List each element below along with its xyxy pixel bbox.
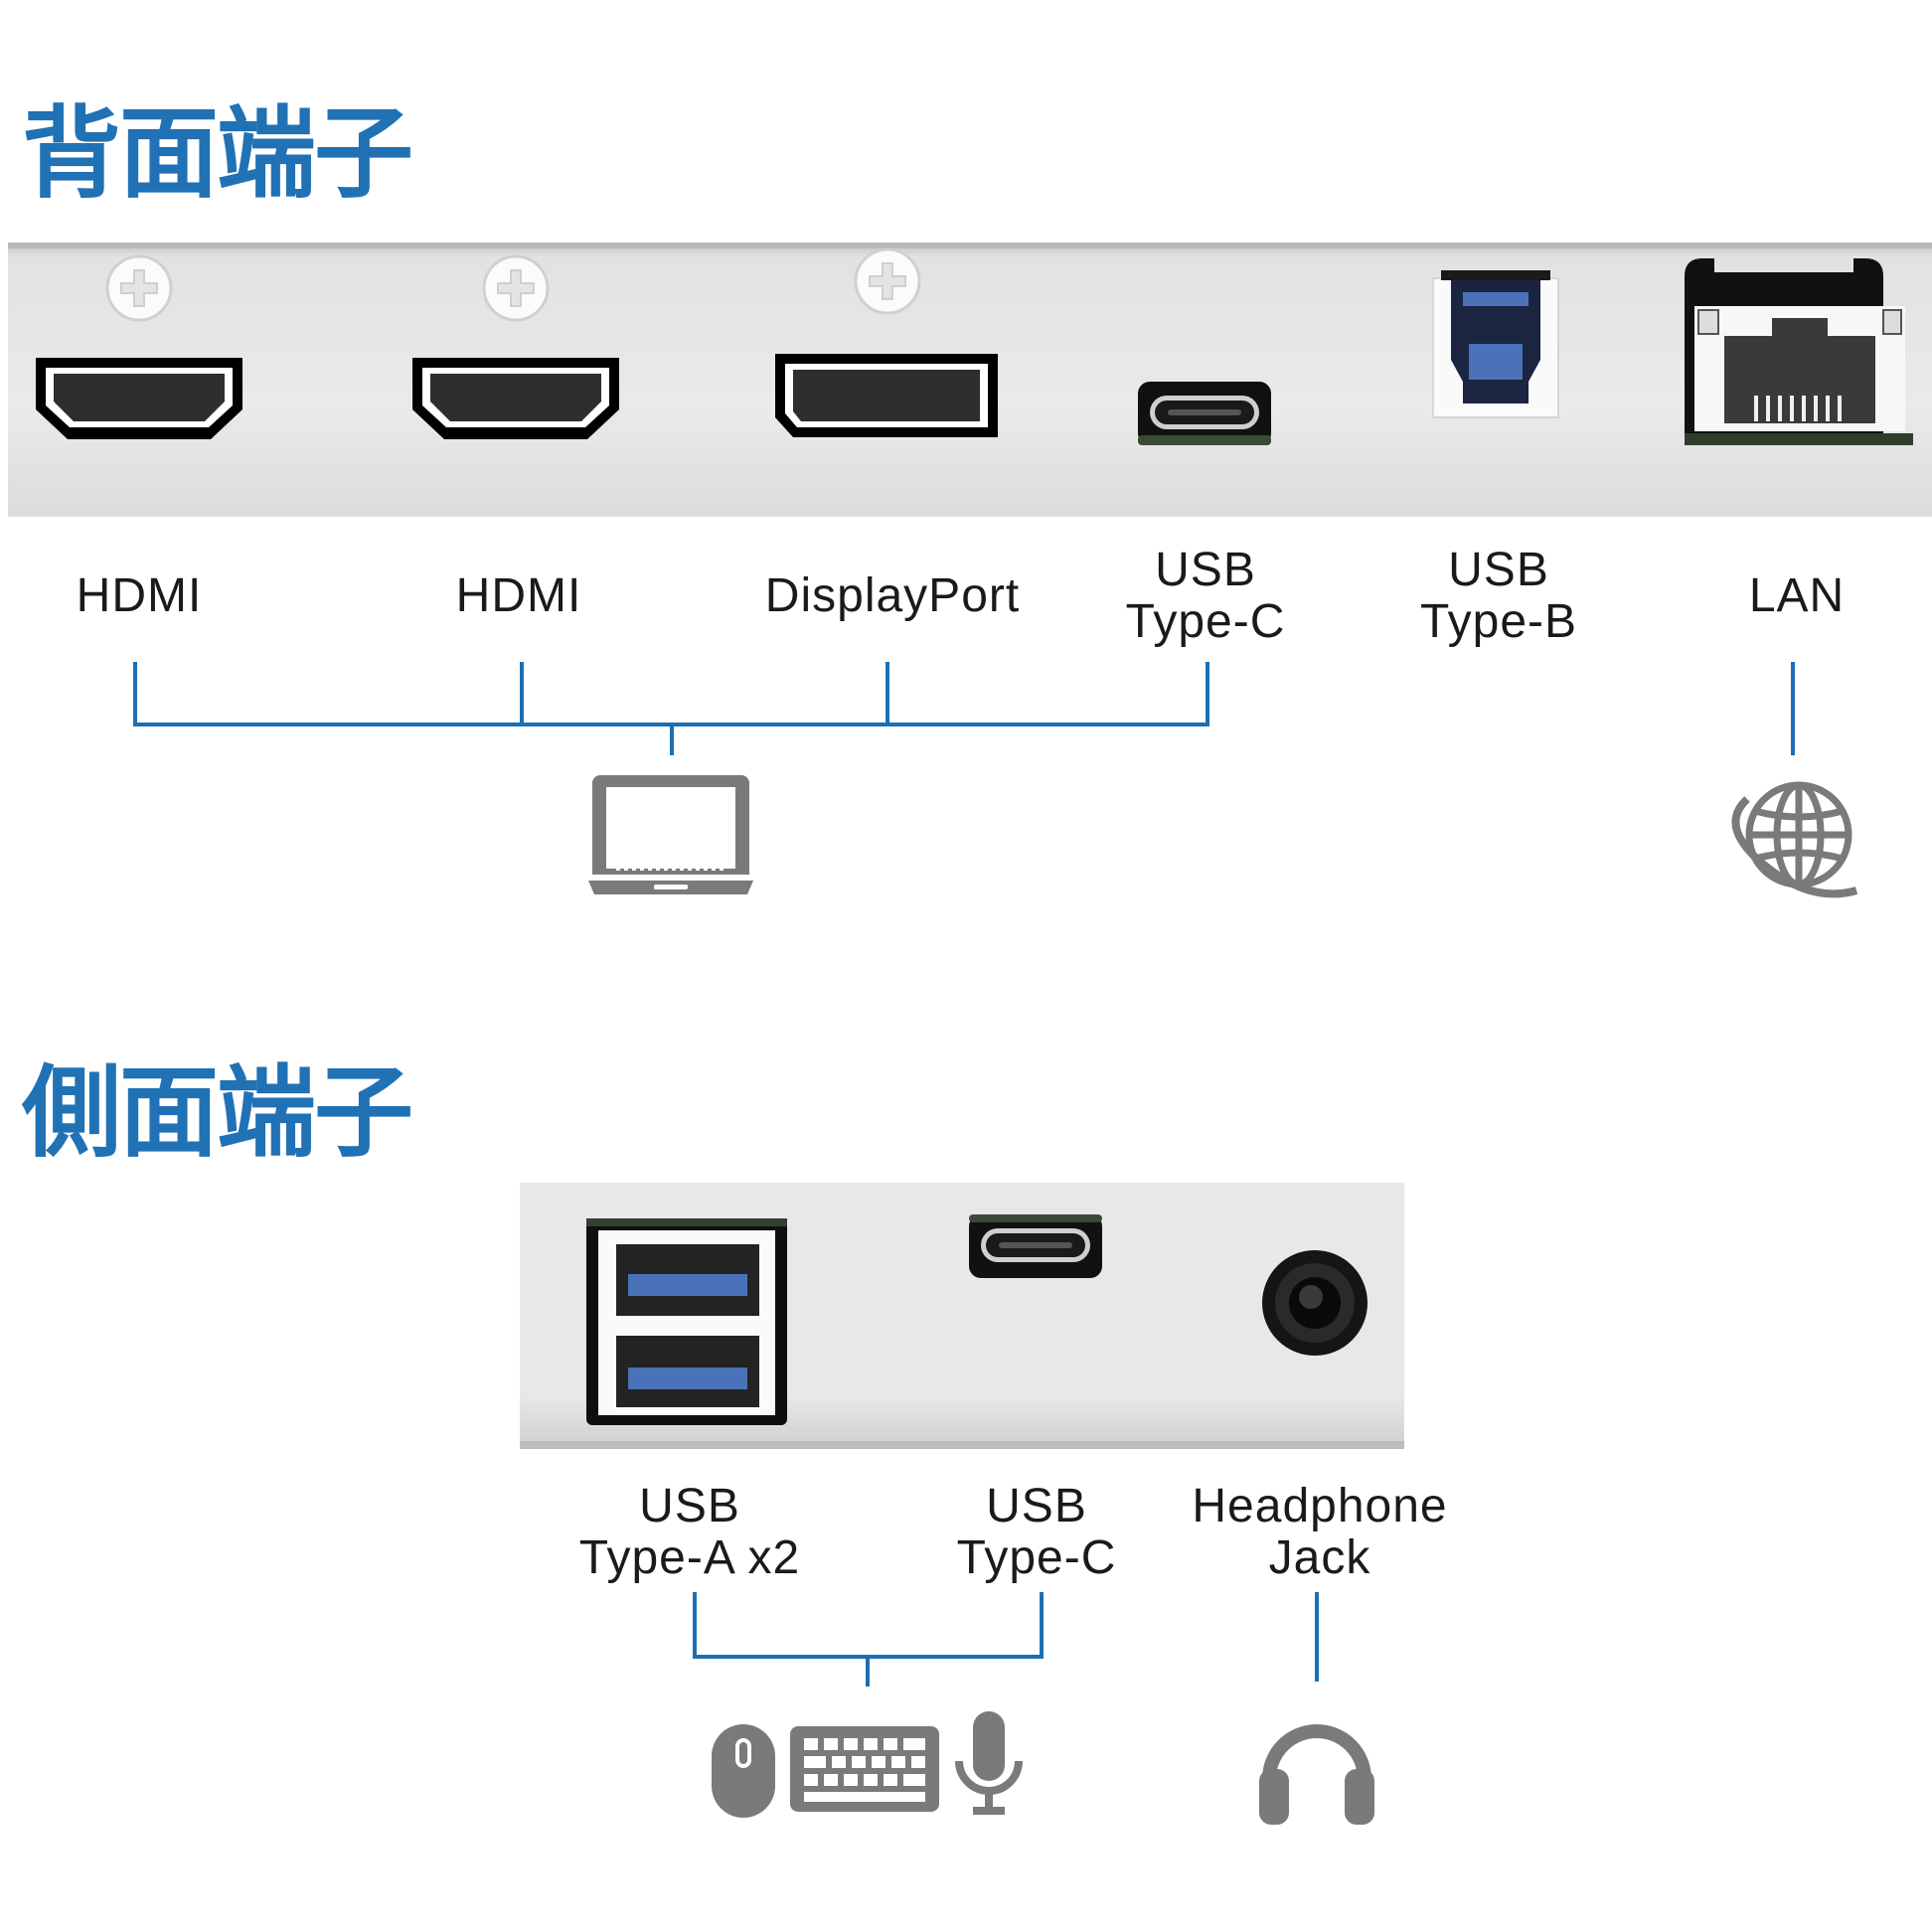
lan-port [1685, 258, 1913, 445]
rear-terminals-title: 背面端子 [22, 95, 413, 212]
screw-icon [482, 254, 550, 322]
rear-port-label-hdmi-1: HDMI [76, 569, 203, 622]
rear-port-label-displayport: DisplayPort [764, 569, 1021, 622]
headphone-jack-port [1262, 1250, 1368, 1356]
screw-icon [105, 254, 173, 322]
displayport-port [775, 354, 998, 437]
hdmi-port-2 [412, 358, 619, 439]
side-terminals-title: 側面端子 [22, 1054, 413, 1171]
rear-panel [8, 242, 1932, 517]
screw-icon [854, 247, 921, 315]
hdmi-port-1 [36, 358, 242, 439]
usb-type-b-port [1432, 270, 1559, 418]
usb-type-c-port-side [969, 1214, 1102, 1278]
usb-type-c-port-rear [1138, 382, 1271, 445]
rear-port-label-hdmi-2: HDMI [455, 569, 582, 622]
rear-port-label-lan: LAN [1748, 569, 1846, 622]
usb-type-a-ports [586, 1218, 787, 1425]
